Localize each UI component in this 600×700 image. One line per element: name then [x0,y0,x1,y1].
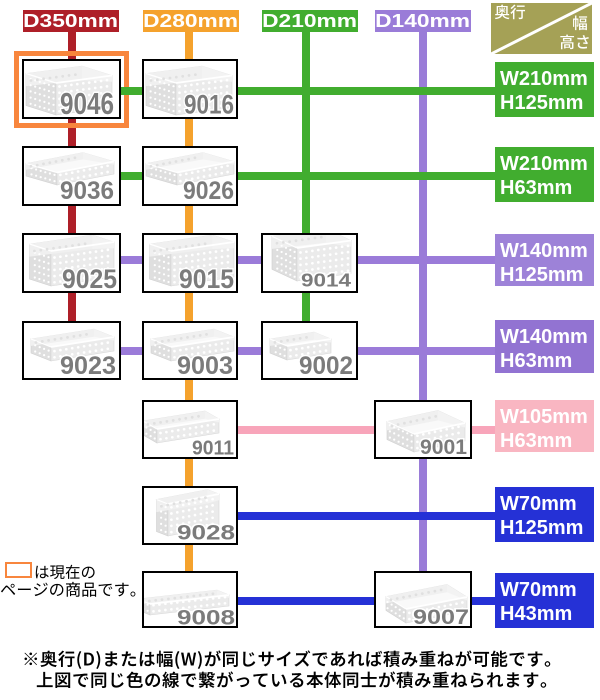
svg-text:9028: 9028 [177,522,235,544]
svg-text:9016: 9016 [184,90,234,118]
svg-text:9046: 9046 [60,87,114,117]
svg-text:9015: 9015 [179,264,234,291]
svg-text:9023: 9023 [60,352,116,378]
svg-text:9001: 9001 [420,435,467,457]
svg-text:9002: 9002 [299,352,353,378]
svg-text:9003: 9003 [177,352,233,378]
svg-text:9011: 9011 [192,438,234,458]
svg-text:9025: 9025 [62,264,117,291]
svg-text:9036: 9036 [60,177,114,204]
svg-text:9026: 9026 [183,177,234,204]
svg-text:9007: 9007 [413,606,469,626]
svg-text:9014: 9014 [301,270,352,291]
svg-text:9008: 9008 [177,606,235,627]
